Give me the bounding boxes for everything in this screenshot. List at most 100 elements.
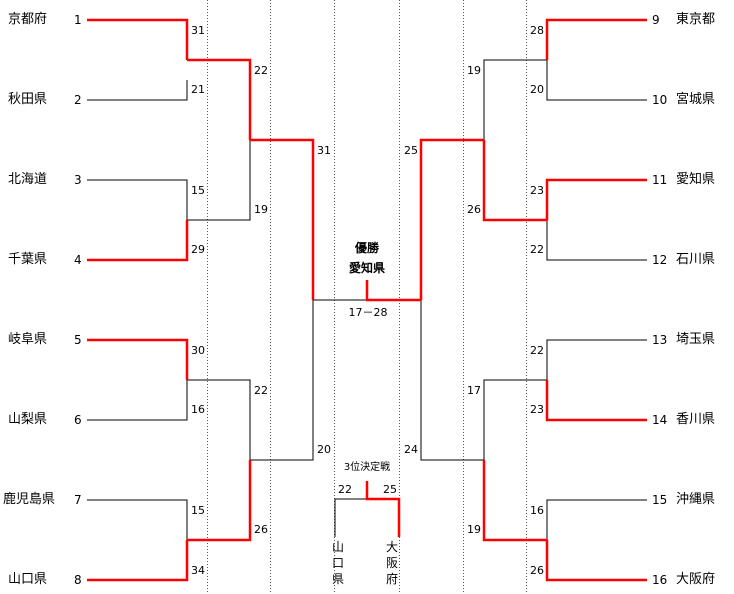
score-label: 34 [191,564,205,577]
third-place-team: 山口県 [331,540,344,586]
team-seed: 13 [652,333,668,347]
team-seed: 8 [74,573,82,587]
round-guides [207,0,527,594]
team-name: 東京都 [676,12,716,27]
score-label: 31 [191,24,205,37]
winner-path [545,18,647,60]
winner-path [545,540,647,582]
bracket-line [87,80,188,101]
team-name: 北海道 [8,172,48,187]
winner-path [187,58,252,140]
winner-path [482,460,547,542]
winner-path [87,338,189,380]
bracket-line [87,380,188,421]
team-seed: 6 [74,413,82,427]
score-label: 21 [191,83,205,96]
bracket-line [546,339,647,380]
winner-path [545,178,647,220]
score-label: 22 [254,384,268,397]
bracket-line [420,300,484,461]
score-label: 19 [254,203,268,216]
team-name: 岐阜県 [8,332,48,347]
score-label: 17 [467,384,481,397]
score-label: 16 [530,504,544,517]
bracket-line [334,498,367,537]
team-name: 沖縄県 [676,492,716,507]
bracket-line [87,499,188,540]
team-seed: 9 [652,13,660,27]
winner-path [87,220,189,262]
winner-paths [87,18,647,582]
score-label: 24 [404,443,418,456]
score-label: 16 [191,403,205,416]
bracket-line [483,379,547,460]
team-seed: 5 [74,333,82,347]
winner-path [482,140,547,222]
winner-path [187,460,252,542]
bracket-lines [87,59,647,540]
team-name: 京都府 [8,12,48,27]
bracket-line [187,379,251,460]
third-place-label: 3位決定戦 [343,462,391,473]
champion-heading: 優勝 [354,241,379,255]
score-label: 23 [530,184,544,197]
third-place-team: 大阪府 [385,540,398,586]
third-place-score: 25 [383,483,397,496]
bracket-line [250,300,314,461]
team-seed: 11 [652,173,668,187]
score-label: 20 [530,83,544,96]
team-seed: 7 [74,493,82,507]
team-name: 愛知県 [676,172,716,187]
team-name: 大阪府 [676,572,716,587]
team-seed: 2 [74,93,82,107]
team-name: 香川県 [676,412,716,427]
score-label: 15 [191,504,205,517]
score-label: 22 [254,64,268,77]
team-seed: 10 [652,93,668,107]
team-seed: 1 [74,13,82,27]
score-label: 22 [530,243,544,256]
team-name: 千葉県 [8,252,48,267]
team-name: 宮城県 [676,92,716,107]
score-label: 31 [317,144,331,157]
third-place-score: 22 [338,483,352,496]
team-seed: 12 [652,253,668,267]
score-label: 29 [191,243,205,256]
score-label: 26 [530,564,544,577]
team-name: 山梨県 [8,412,48,427]
team-seed: 14 [652,413,668,427]
winner-path [87,18,189,60]
winner-path [87,540,189,582]
score-label: 20 [317,443,331,456]
score-label: 30 [191,344,205,357]
score-label: 19 [467,523,481,536]
team-name: 石川県 [676,252,716,267]
champion-team: 愛知県 [348,261,385,275]
score-label: 23 [530,403,544,416]
score-label: 28 [530,24,544,37]
bracket-line [546,220,647,261]
score-label: 22 [530,344,544,357]
team-seed: 15 [652,493,668,507]
bracket-line [87,179,188,220]
bracket-line [483,59,547,140]
bracket-line [187,140,251,221]
score-label: 15 [191,184,205,197]
winner-path [545,380,647,422]
team-name: 山口県 [8,572,48,587]
score-label: 26 [467,203,481,216]
bracket-line [546,499,647,540]
winner-path [365,280,421,302]
team-seed: 16 [652,573,668,587]
team-seed: 4 [74,253,82,267]
winner-path [365,481,401,537]
team-seed: 3 [74,173,82,187]
team-name: 埼玉県 [676,332,716,347]
final-score: 17－28 [348,306,388,319]
winner-path [250,138,315,300]
bracket-line [546,60,647,101]
winner-path [419,138,484,300]
score-label: 26 [254,523,268,536]
team-name: 秋田県 [8,92,48,107]
